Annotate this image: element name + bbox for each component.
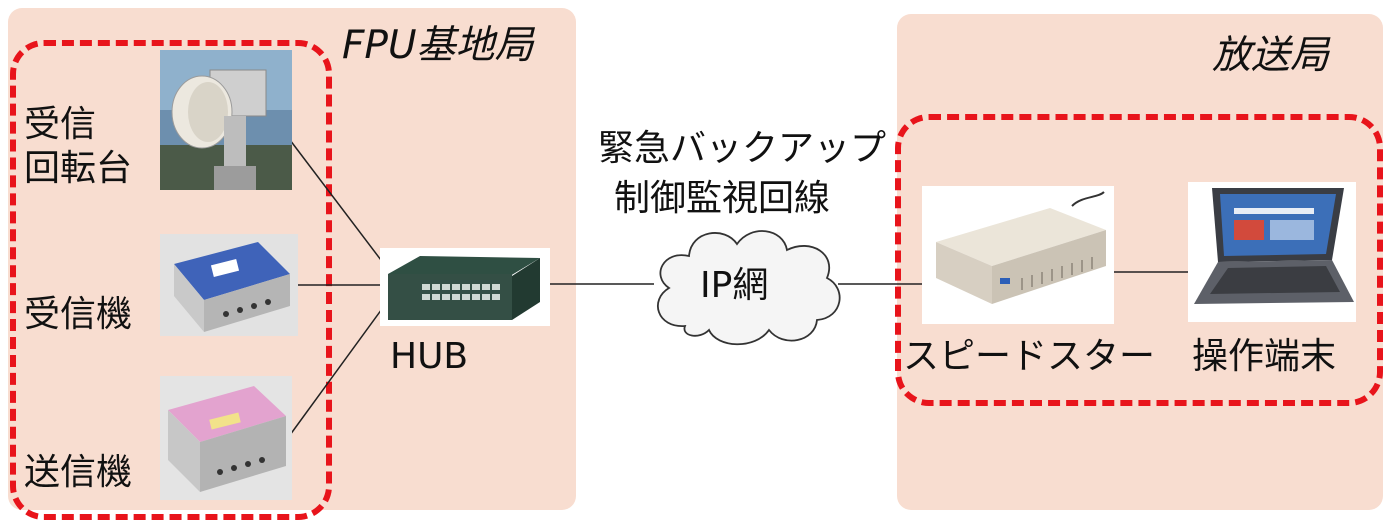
line-transmitter-hub [289, 301, 388, 436]
label-turntable: 回転台 [24, 148, 133, 189]
line-turntable-hub [289, 139, 388, 269]
broadcast-devices-group [895, 114, 1383, 406]
speedstar-label: スピードスター [903, 336, 1156, 377]
terminal-photo [1188, 182, 1356, 322]
cloud-label: IP網 [700, 265, 769, 306]
turntable-photo [160, 50, 292, 190]
fpu-station-title: FPU基地局 [342, 23, 534, 68]
line-label-control-monitoring: 制御監視回線 [614, 178, 831, 219]
ip-network-cloud [657, 230, 841, 346]
line-label-emergency-backup: 緊急バックアップ [598, 128, 887, 169]
receiver-photo [160, 234, 298, 336]
label-receive: 受信 [24, 104, 97, 145]
hub-photo [380, 248, 550, 326]
label-transmitter: 送信機 [24, 452, 133, 493]
speedstar-photo [922, 186, 1114, 324]
broadcast-station-title: 放送局 [1212, 33, 1330, 78]
terminal-label: 操作端末 [1192, 336, 1337, 377]
hub-label: HUB [390, 336, 469, 377]
transmitter-photo [160, 376, 292, 500]
label-receiver: 受信機 [24, 294, 133, 335]
